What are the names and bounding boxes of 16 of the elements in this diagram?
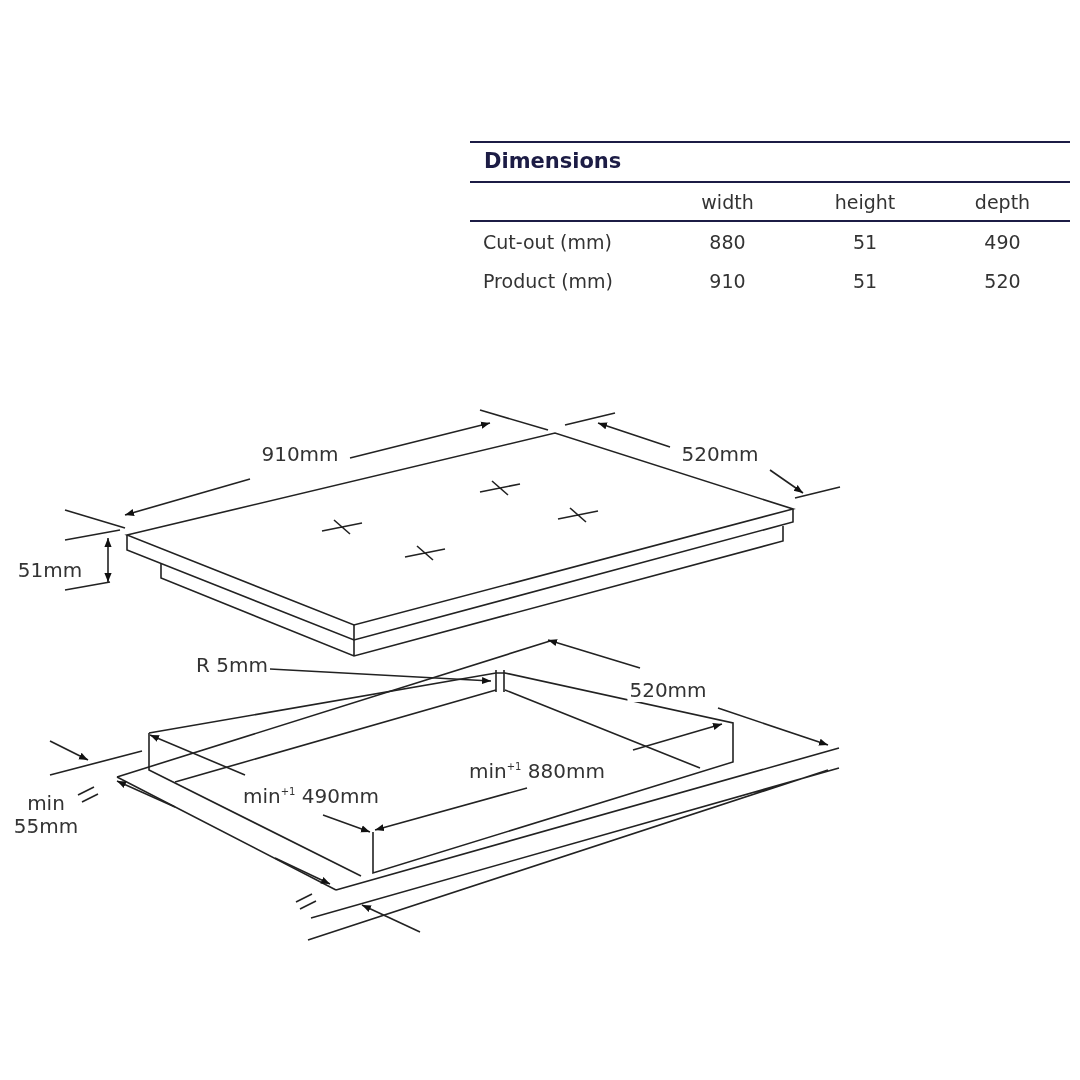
callout-label: R 5mm (196, 653, 268, 677)
table-cell-text: 51 (851, 230, 879, 253)
column-header: depth (973, 190, 1032, 213)
leader-line (269, 668, 492, 685)
table-cell-text: 51 (851, 269, 879, 292)
column-header: width (700, 190, 755, 213)
table-title: Dimensions (470, 141, 1070, 183)
table-cell-text: 490 (983, 230, 1022, 253)
table-cell-text: 910 (708, 269, 747, 292)
rounded-corner-drawing (493, 670, 507, 692)
table-cell-text: 520 (983, 269, 1022, 292)
table-cell-text: Product (mm) (482, 269, 615, 292)
dimension-label: min 55mm (12, 792, 80, 838)
table-cell-text: 880 (708, 230, 747, 253)
table-cell-text: Cut-out (mm) (482, 230, 613, 253)
column-header: height (833, 190, 897, 213)
